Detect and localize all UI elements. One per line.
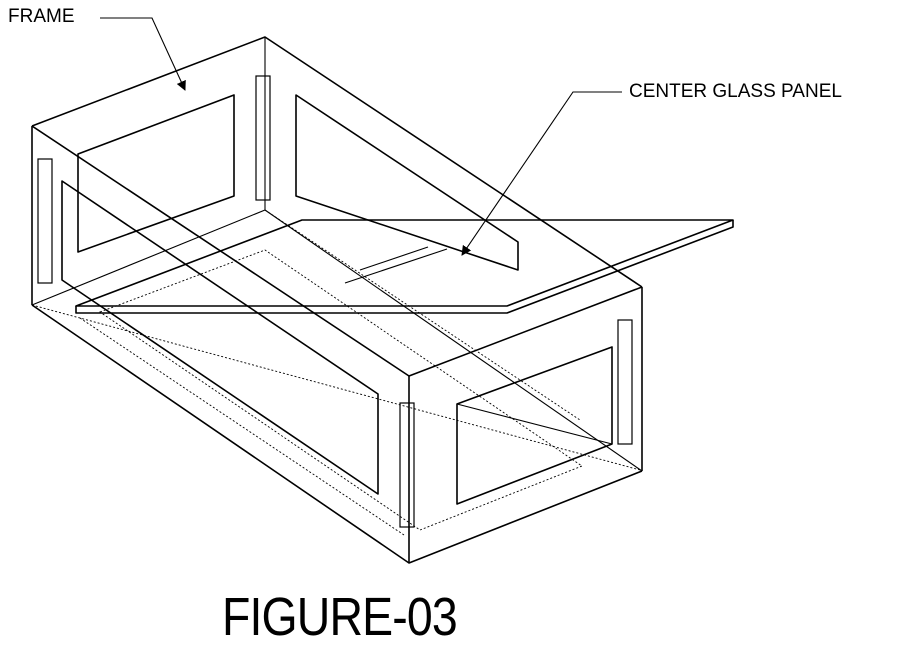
clip-front-center <box>399 402 415 528</box>
window-openings <box>61 94 613 505</box>
frame-bottom-front-edge <box>31 304 643 564</box>
figure-title: FIGURE-03 <box>222 587 458 647</box>
clip-back-center <box>255 75 271 201</box>
window-back-right <box>295 94 519 271</box>
frame-back-left-bottom <box>31 209 266 306</box>
center-glass-panel <box>75 219 734 314</box>
frame-box <box>31 36 643 564</box>
glass-panel-thickness <box>75 220 734 314</box>
center-glass-panel-label: CENTER GLASS PANEL <box>629 81 842 102</box>
inner-rail-2 <box>79 317 405 536</box>
frame-top-back-edge <box>31 36 643 288</box>
hidden-lines <box>31 209 641 536</box>
glass-reflection-1 <box>359 246 429 271</box>
frame-back-bottom <box>264 209 643 472</box>
corner-clips <box>37 75 633 528</box>
frame-leader <box>100 17 186 91</box>
clip-left <box>37 158 53 284</box>
frame-label: FRAME <box>8 6 75 27</box>
inner-rail-3 <box>31 304 641 471</box>
window-front-inner-diag <box>456 403 613 445</box>
inner-floor-outline <box>99 249 583 531</box>
window-left-side <box>61 180 379 495</box>
leaders <box>100 17 622 256</box>
clip-right <box>617 319 633 445</box>
glass-reflection-2 <box>344 248 448 284</box>
inner-rail-1 <box>264 209 581 421</box>
glass-leader <box>461 91 622 256</box>
window-front-right <box>456 346 613 505</box>
frame-top-front-edge <box>31 125 643 377</box>
window-back-left <box>77 94 235 253</box>
